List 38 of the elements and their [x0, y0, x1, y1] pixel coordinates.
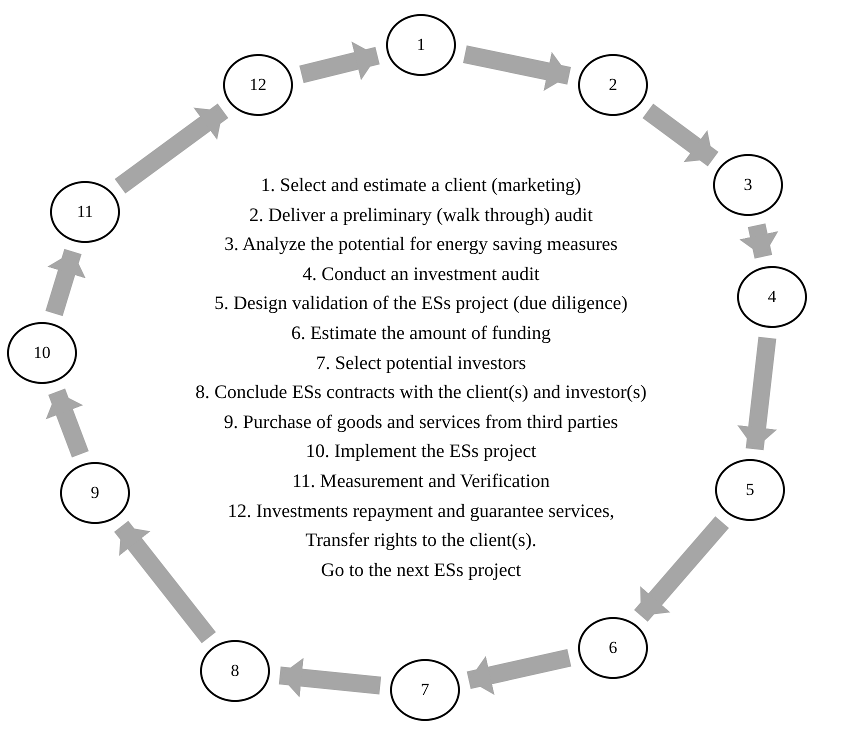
step-description: 1. Select and estimate a client (marketing) [260, 174, 582, 198]
step-description: 12. Investments repayment and guarantee services, [228, 500, 614, 524]
block-arrow [642, 104, 718, 166]
step-description: 8. Conclude ESs contracts with the client(s) and investor(s) [195, 381, 647, 406]
step-number: 5 [746, 479, 754, 502]
block-arrow [114, 103, 228, 194]
step-description: 4. Conduct an investment audit [302, 262, 540, 287]
block-arrow [737, 336, 777, 450]
step-number: 2 [608, 74, 618, 96]
step-description: 2. Deliver a preliminary (walk through) audit [249, 204, 593, 228]
step-number: 8 [230, 660, 240, 682]
block-arrow [466, 648, 572, 695]
block-arrow [278, 658, 382, 698]
step-description: Go to the next ESs project [321, 558, 521, 583]
step-number: 4 [768, 286, 776, 308]
block-arrow [739, 223, 778, 259]
step-number: 3 [744, 174, 752, 196]
step-description: 6. Estimate the amount of funding [291, 322, 551, 346]
step-description: 5. Design validation of the ESs project (due diligence) [214, 292, 628, 316]
step-number: 7 [420, 679, 430, 702]
step-number: 12 [250, 74, 266, 96]
step-description: 11. Measurement and Verification [292, 470, 550, 494]
step-description: 3. Analyze the potential for energy saving measures [224, 233, 618, 258]
step-number: 9 [90, 482, 100, 504]
step-description: 7. Select potential investors [316, 352, 526, 376]
block-arrow [634, 516, 729, 622]
block-arrow [114, 520, 216, 644]
step-number: 11 [76, 201, 94, 224]
block-arrow [463, 45, 571, 91]
step-number: 6 [608, 637, 618, 660]
step-number: 10 [34, 342, 50, 364]
step-description: 10. Implement the ESs project [306, 440, 536, 464]
block-arrow [299, 41, 380, 84]
step-description: Transfer rights to the client(s). [306, 529, 536, 554]
step-number: 1 [416, 34, 426, 56]
step-description: 9. Purchase of goods and services from third parties [224, 410, 618, 435]
block-arrow [45, 248, 86, 316]
block-arrow [46, 388, 89, 458]
